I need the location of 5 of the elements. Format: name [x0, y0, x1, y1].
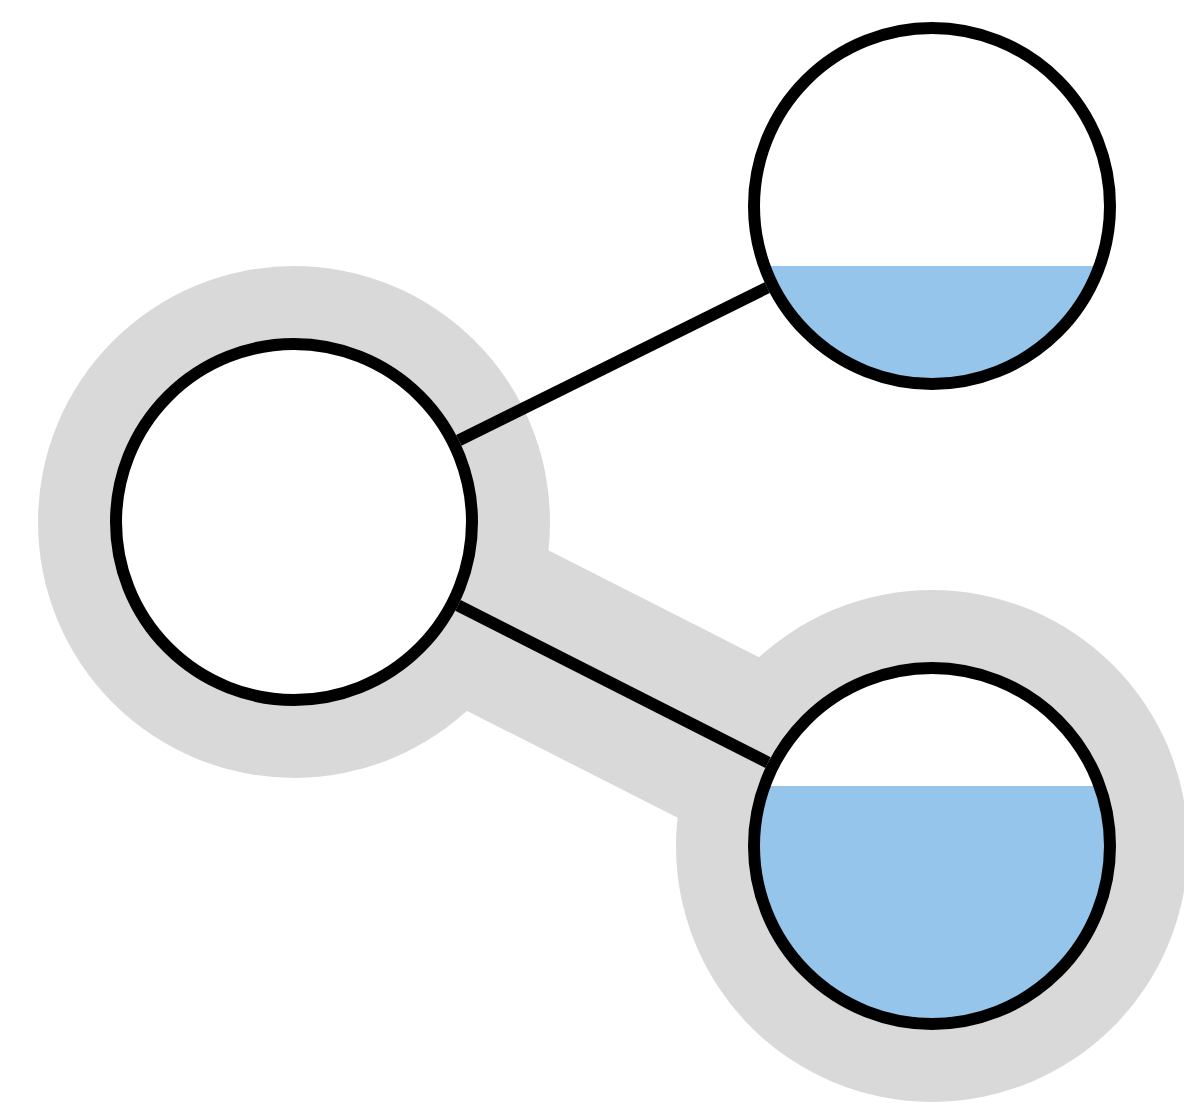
partly-filled-circle-node — [748, 22, 1116, 390]
connector-line — [455, 600, 771, 768]
empty-circle-node — [110, 338, 478, 706]
connector-line — [456, 282, 770, 446]
filled-circle-node — [748, 662, 1116, 1030]
